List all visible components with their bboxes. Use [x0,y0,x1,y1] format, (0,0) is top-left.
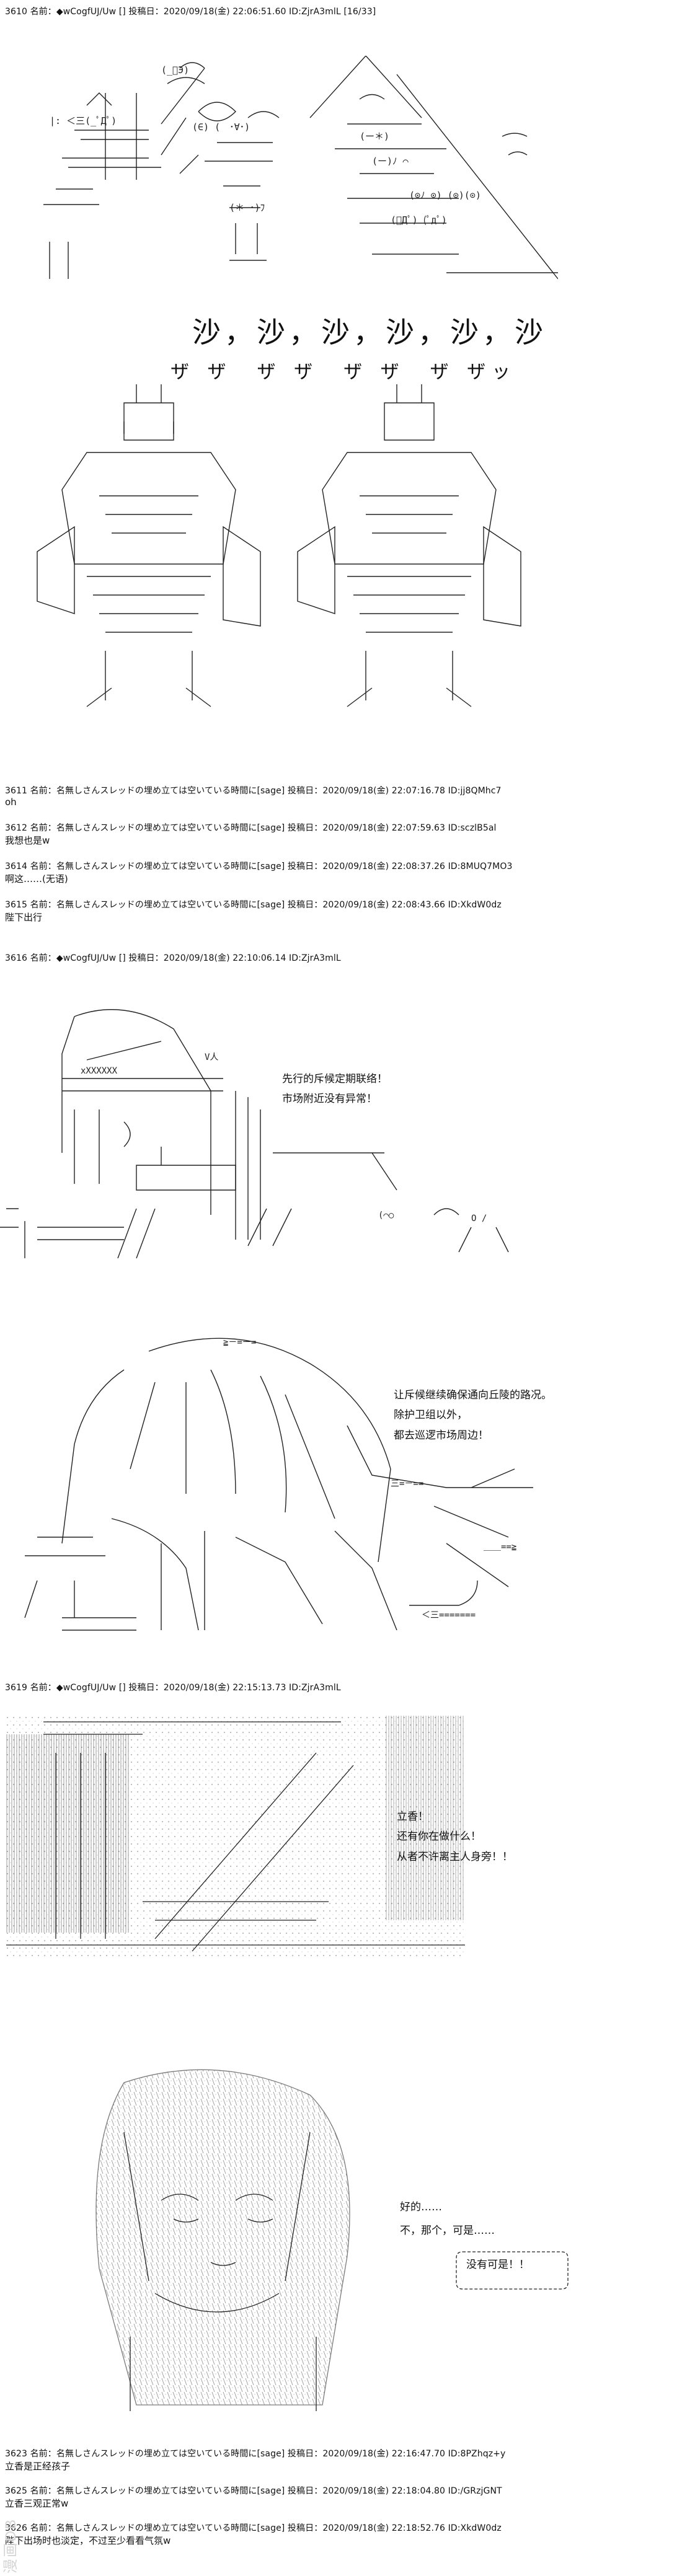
ascii-art-city-panel [6,1716,465,1957]
svg-text:(ー＊): (ー＊) [360,131,389,142]
speech-bubble-text: 没有可是！！ [466,2259,529,2271]
svg-text:V人: V人 [205,1052,218,1062]
post-text-3625: 立香三观正常w [5,2498,69,2509]
svg-text:(_ﾞЭ): (_ﾞЭ) [161,64,189,76]
svg-text:O /: O / [471,1214,487,1224]
post-header-3614: 3614 名前：名無しさんスレッドの埋め立ては空いている時間に[sage] 投稿… [5,862,513,871]
svg-text:(∈) ( ･∀･): (∈) ( ･∀･) [192,121,250,133]
svg-text:(＊ ･)ﾌ: (＊ ･)ﾌ [229,202,265,213]
svg-text:(ﾟДﾟ) (ﾟдﾟ): (ﾟДﾟ) (ﾟдﾟ) [391,214,447,226]
sfx-sha: 沙，沙，沙，沙，沙，沙 [192,315,547,349]
dialogue-order: 让斥候继续确保通向丘陵的路况。 除护卫组以外， 都去巡逻市场周边！ [394,1385,552,1445]
dialogue-ritsuka-line-2: 还有你在做什么！ [397,1830,481,1843]
post-header-3619: 3619 名前：◆wCogfUJ/Uw [] 投稿日：2020/09/18(金)… [5,1683,341,1693]
dialogue-scout: 先行的斥候定期联络！ 市场附近没有异常！ [282,1069,388,1109]
dialogue-reply-line-2: 不，那个，可是…… [400,2225,495,2238]
post-header-3610: 3610 名前：◆wCogfUJ/Uw [] 投稿日：2020/09/18(金)… [5,7,376,17]
svg-text:＿＿==≧: ＿＿==≧ [484,1542,516,1552]
ascii-art-soldiers-cluster: (_ﾞЭ) |: ＜三(_ﾟДﾟ) (∈) ( ･∀･) (＊ ･)ﾌ (ー＊)… [43,56,558,280]
dialogue-order-line-2: 除护卫组以外， [394,1409,467,1422]
dialogue-scout-line-1: 先行的斥候定期联络！ [282,1073,388,1085]
post-header-3626: 3626 名前：名無しさんスレッドの埋め立ては空いている時間に[sage] 投稿… [5,2523,502,2533]
post-header-3612: 3612 名前：名無しさんスレッドの埋め立ては空いている時間に[sage] 投稿… [5,823,497,833]
svg-text:≧－=ー=: ≧－=ー= [223,1338,256,1348]
post-text-3623: 立香是正经孩子 [5,2461,71,2472]
dialogue-ritsuka-line-1: 立香！ [397,1811,428,1823]
svg-text:＜三=======: ＜三======= [422,1610,476,1620]
post-text-3612: 我想也是w [5,835,50,846]
post-text-3626: 陛下出场时也淡定，不过至少看看气氛w [5,2535,171,2546]
speech-bubble [456,2251,569,2290]
watermark: 漫画DB [2,2518,20,2574]
dialogue-ritsuka: 立香！ 还有你在做什么！ 从者不许离主人身旁！！ [397,1807,513,1867]
post-text-3611: oh [5,796,17,808]
dialogue-scout-line-2: 市场附近没有异常！ [282,1093,377,1106]
post-header-3623: 3623 名前：名無しさんスレッドの埋め立ては空いている時間に[sage] 投稿… [5,2449,506,2459]
dialogue-reply-line-1: 好的…… [400,2201,442,2213]
svg-text:|: ＜三(_ﾟДﾟ): |: ＜三(_ﾟДﾟ) [50,115,117,126]
svg-text:(⌒○: (⌒○ [378,1211,394,1220]
dialogue-reply: 好的…… 不，那个，可是…… [400,2197,495,2241]
post-text-3614: 啊这……(无语) [5,873,68,884]
svg-text:三=－==: 三=－== [391,1479,423,1489]
svg-text:(⊙ﾉ ⊙) (⊙)(⊙): (⊙ﾉ ⊙) (⊙)(⊙) [409,190,481,201]
ascii-art-knight: ≧－=ー= 三=－== ＿＿==≧ ＜三======= [24,1338,533,1631]
post-header-3611: 3611 名前：名無しさんスレッドの埋め立ては空いている時間に[sage] 投稿… [5,786,502,796]
svg-text:xXXXXXX: xXXXXXX [81,1066,118,1076]
dialogue-ritsuka-line-3: 从者不许离主人身旁！！ [397,1850,513,1863]
ascii-art-face [95,2069,350,2411]
post-header-3616: 3616 名前：◆wCogfUJ/Uw [] 投稿日：2020/09/18(金)… [5,953,341,963]
dialogue-order-line-1: 让斥候继续确保通向丘陵的路况。 [394,1389,552,1401]
svg-text:(ー)ﾉ ⌒: (ー)ﾉ ⌒ [372,156,409,167]
sfx-za: ザ ザ ザ ザ ザ ザ ザ ザッ [170,361,517,383]
post-header-3615: 3615 名前：名無しさんスレッドの埋め立ては空いている時間に[sage] 投稿… [5,900,502,910]
dialogue-order-line-3: 都去巡逻市场周边！ [394,1429,489,1442]
post-header-3625: 3625 名前：名無しさんスレッドの埋め立ては空いている時間に[sage] 投稿… [5,2486,502,2496]
post-text-3615: 陛下出行 [5,912,43,923]
ascii-art-scout-helmet: V人 xXXXXXX (⌒○ O / [0,1009,509,1259]
ascii-art-robots [37,384,521,707]
